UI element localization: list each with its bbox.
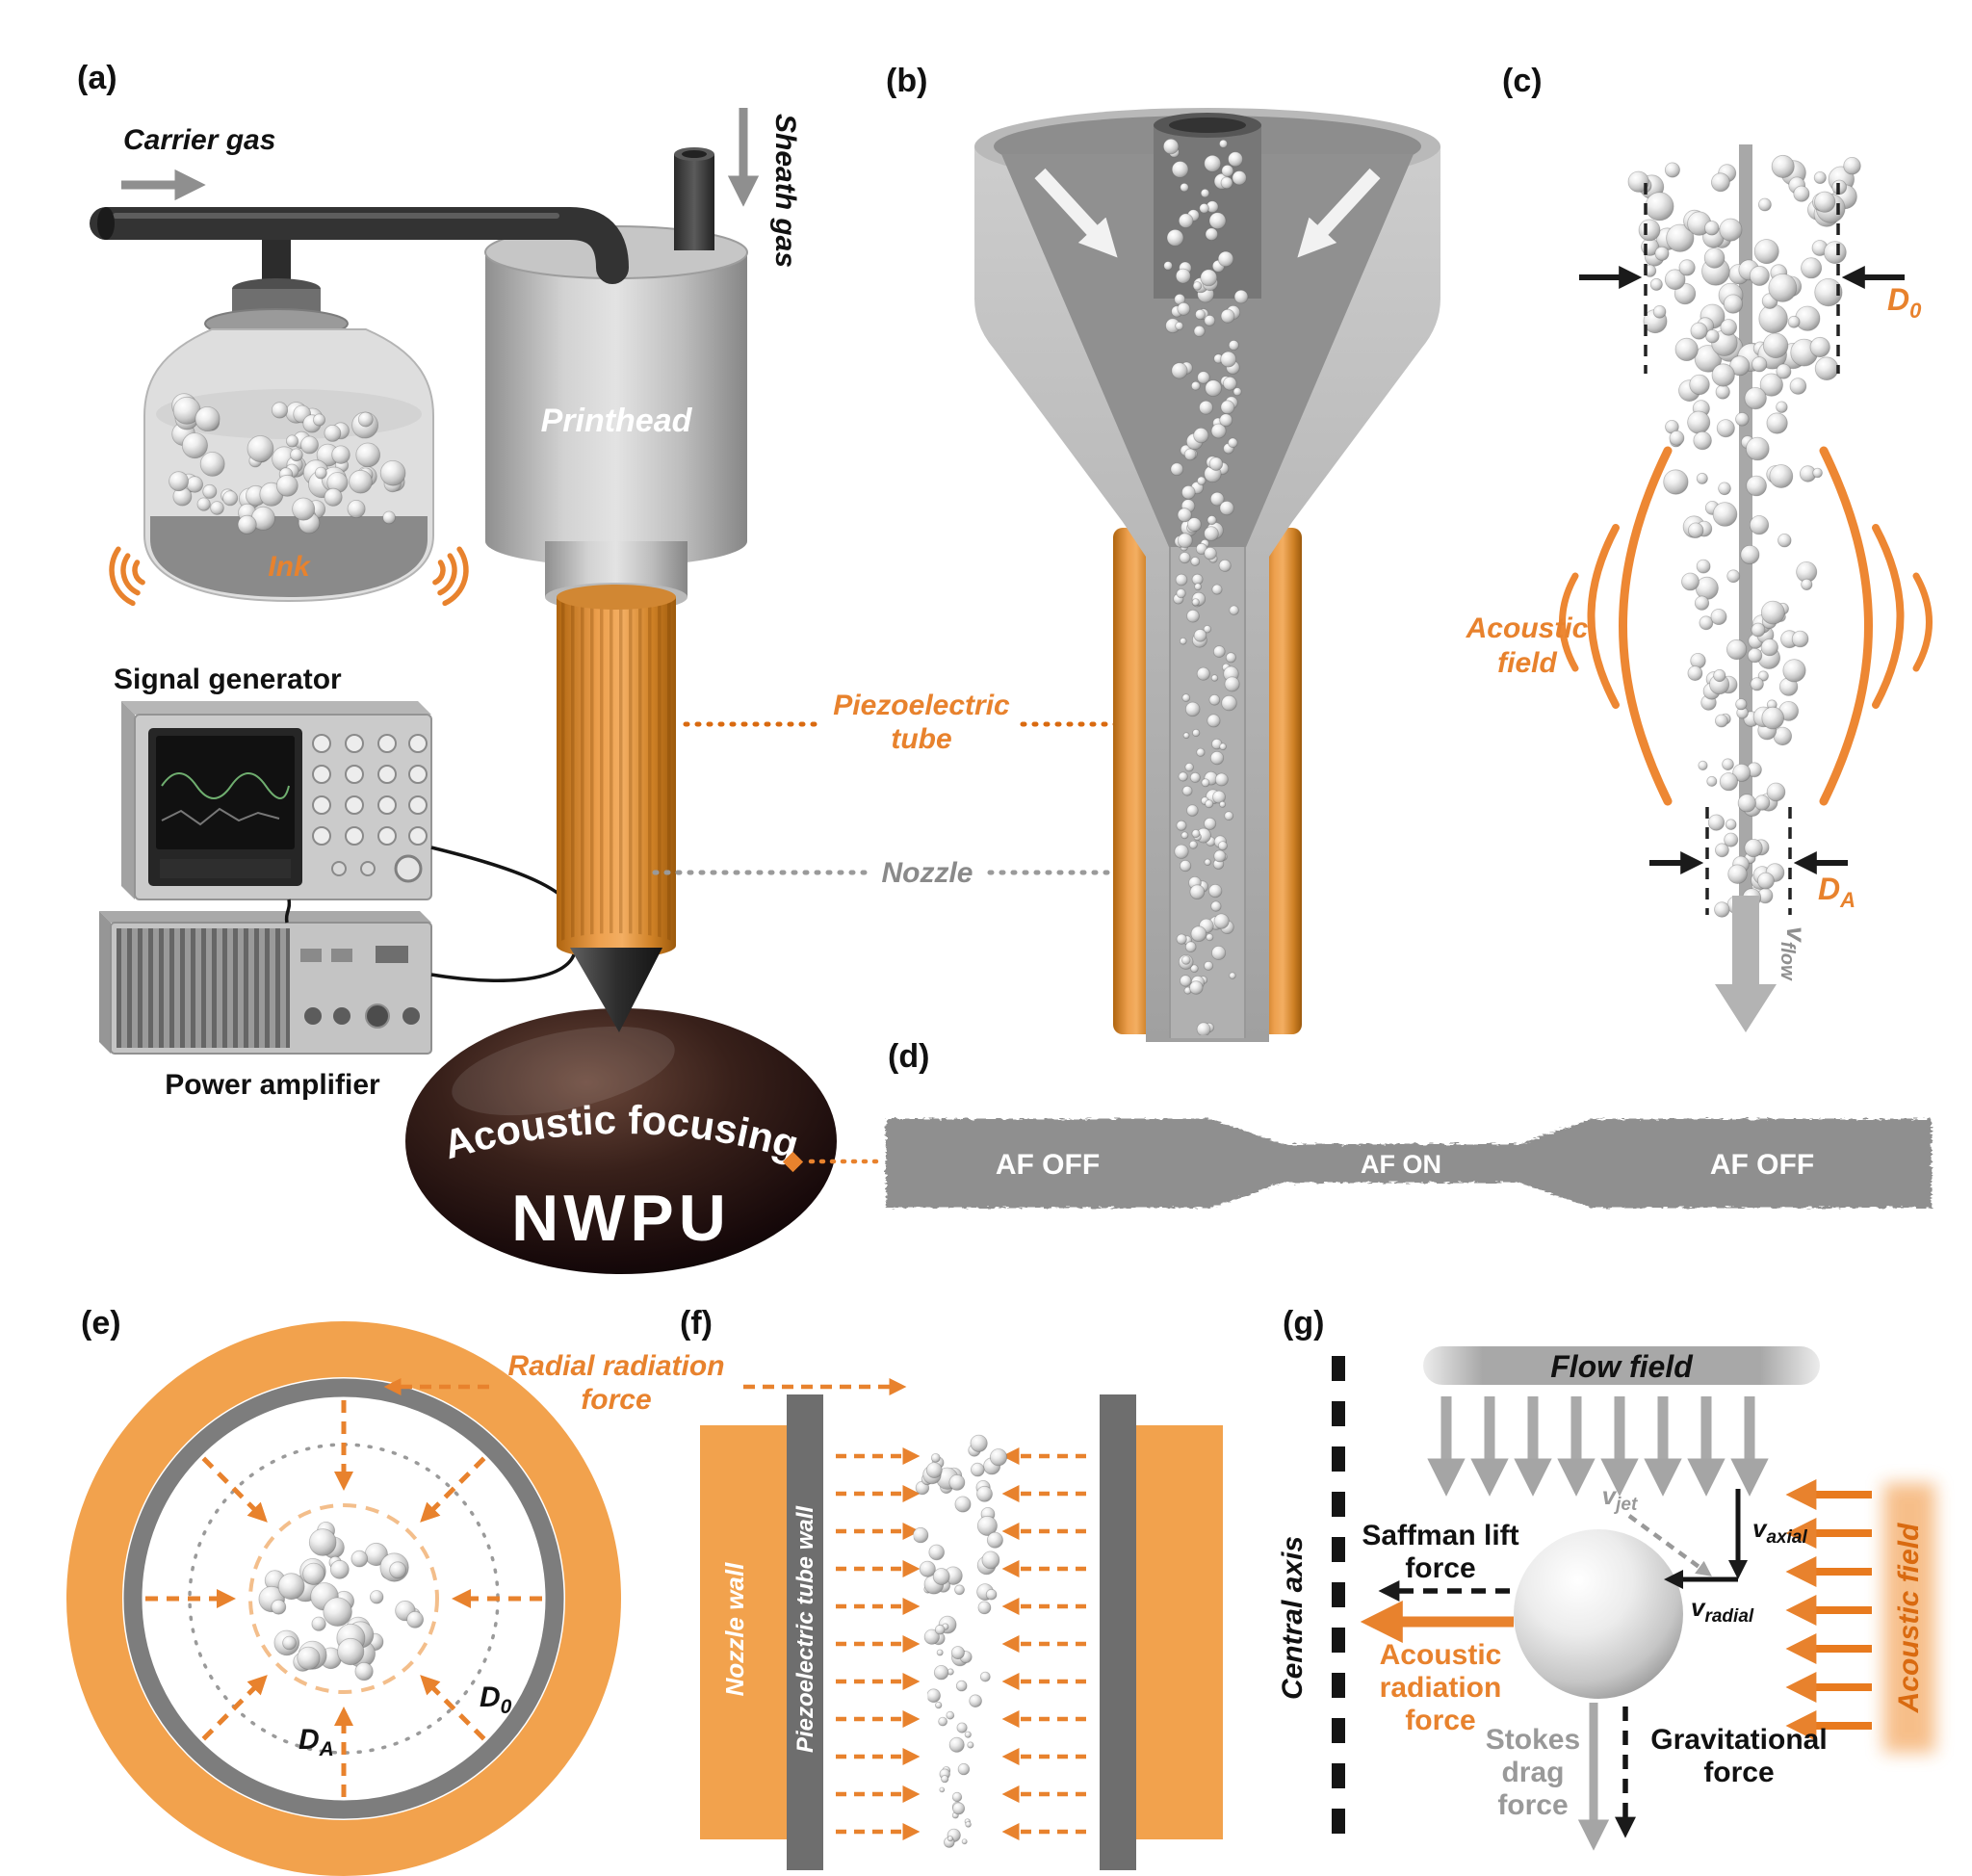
vflow-arrow	[1715, 896, 1777, 1032]
v-jet-arrow	[1627, 1514, 1712, 1576]
flow-field-bar	[1423, 1346, 1820, 1385]
sheath-gas-tube	[674, 147, 714, 250]
sheath-gas-label: Sheath gas	[769, 114, 801, 268]
v-radial-label: vradial	[1691, 1593, 1754, 1627]
panel-g: (g) Flow field Central axis Acoustic fie…	[1277, 1305, 1935, 1851]
saffman-label-2: force	[1405, 1552, 1475, 1584]
acoustic-field-label-2: field	[1497, 647, 1557, 679]
v-jet-label: vjet	[1602, 1481, 1638, 1515]
piezoelectric-tube-callout: Piezoelectric tube	[683, 690, 1129, 755]
ink-container: Ink	[143, 278, 434, 603]
panel-a-label: (a)	[77, 60, 117, 96]
b-particles-column	[1173, 533, 1240, 1035]
stokes-label-2: drag	[1501, 1757, 1564, 1788]
piezo-callout-line1: Piezoelectric	[833, 690, 1010, 721]
power-amplifier-label: Power amplifier	[165, 1069, 380, 1101]
saffman-label-1: Saffman lift	[1362, 1520, 1518, 1551]
ink-particles	[169, 393, 406, 534]
da-circle	[248, 1503, 439, 1694]
flow-arrows	[1427, 1396, 1769, 1497]
acoustic-radiation-label-3: force	[1405, 1705, 1475, 1736]
acoustic-focusing-dome: Acoustic focusing NWPU	[405, 1008, 837, 1274]
b-particles-top	[1162, 138, 1249, 541]
piezo-strip-right	[1259, 528, 1302, 1034]
flow-field-label: Flow field	[1550, 1349, 1694, 1384]
piezo-strip-left	[1113, 528, 1155, 1034]
af-off-right-label: AF OFF	[1710, 1149, 1814, 1181]
panel-b-label: (b)	[886, 63, 927, 99]
radial-force-arrows	[145, 1400, 542, 1797]
acoustic-field-label-1: Acoustic	[1466, 612, 1589, 644]
right-inner-wall	[1100, 1394, 1136, 1870]
carrier-gas-label: Carrier gas	[123, 124, 275, 156]
e-d0-label: D0	[480, 1681, 512, 1718]
signal-generator	[121, 701, 432, 900]
dome-brand: NWPU	[511, 1182, 731, 1255]
radial-force-label-1: Radial radiation	[507, 1350, 724, 1382]
gravitational-label-2: force	[1703, 1757, 1774, 1788]
g-acoustic-field-label: Acoustic field	[1893, 1523, 1925, 1713]
af-off-left-label: AF OFF	[996, 1149, 1100, 1181]
ink-label: Ink	[268, 551, 311, 583]
panel-g-label: (g)	[1283, 1305, 1324, 1342]
e-da-label: DA	[298, 1724, 334, 1760]
panel-d-label: (d)	[888, 1038, 929, 1075]
stokes-label-1: Stokes	[1486, 1724, 1580, 1756]
nozzle-callout-label: Nozzle	[881, 857, 973, 889]
piezo-wall-label: Piezoelectric tube wall	[792, 1505, 818, 1753]
piezo-ring	[66, 1321, 621, 1876]
signal-generator-label: Signal generator	[114, 664, 342, 695]
c-particles-bottom	[1706, 763, 1786, 918]
panel-f: (f) Nozzle wall Piezoelectric tube wall	[680, 1305, 1223, 1870]
c-particles-top	[1627, 154, 1861, 403]
radial-force-label-2: force	[581, 1384, 651, 1416]
c-particles-mid	[1663, 386, 1823, 778]
d0-label: D0	[1887, 282, 1922, 323]
f-particles	[912, 1434, 1008, 1848]
panel-e: (e) DA D0 Radial radiation force	[66, 1305, 907, 1876]
vibration-waves-right-icon	[432, 546, 469, 607]
connector-dot-icon	[782, 1151, 804, 1173]
gravitational-label-1: Gravitational	[1650, 1724, 1827, 1756]
nozzle-callout: Nozzle	[652, 857, 1153, 889]
inflow-arrow-right	[1297, 168, 1381, 258]
vflow-label: vflow	[1777, 926, 1811, 981]
left-outer-wall	[700, 1425, 789, 1839]
nozzle-ring	[123, 1378, 564, 1819]
nozzle-tip	[570, 948, 662, 1032]
e-particles	[258, 1522, 425, 1681]
left-inner-wall	[787, 1394, 823, 1870]
nozzle-wall-label: Nozzle wall	[720, 1562, 749, 1696]
stokes-label-3: force	[1497, 1789, 1568, 1821]
power-amplifier	[99, 911, 432, 1055]
panel-b: (b)	[886, 63, 1440, 1042]
radial-radiation-callout: Radial radiation force	[383, 1350, 907, 1416]
panel-a: (a) Carrier gas Sheath gas Printhead	[77, 60, 1153, 1274]
particle-sphere	[1514, 1529, 1683, 1699]
v-axial-label: vaxial	[1752, 1514, 1807, 1548]
af-on-label: AF ON	[1361, 1150, 1441, 1179]
panel-d: (d) AF OFF AF ON AF OFF	[886, 1038, 1932, 1208]
acoustic-field-arcs	[1559, 446, 1933, 806]
acoustic-glow	[1883, 1483, 1935, 1753]
panel-c: (c) D0 Acoustic field DA vflow	[1466, 63, 1933, 1032]
g-acoustic-arrows	[1785, 1479, 1872, 1741]
vibration-waves-left-icon	[109, 546, 145, 607]
printed-line-shape	[886, 1119, 1932, 1208]
acoustic-radiation-label-2: radiation	[1380, 1672, 1502, 1704]
f-radiation-arrows	[836, 1447, 1086, 1840]
piezo-callout-line2: tube	[891, 723, 951, 755]
acoustic-radiation-label-1: Acoustic	[1380, 1639, 1502, 1671]
panel-f-label: (f)	[680, 1305, 713, 1342]
panel-e-label: (e)	[81, 1305, 121, 1342]
right-outer-wall	[1134, 1425, 1223, 1839]
central-axis-label: Central axis	[1277, 1536, 1309, 1700]
piezoelectric-tube	[557, 585, 676, 958]
inflow-arrow-left	[1034, 168, 1118, 258]
panel-c-label: (c)	[1502, 63, 1543, 99]
printhead-label: Printhead	[541, 403, 693, 439]
da-label: DA	[1818, 872, 1855, 912]
